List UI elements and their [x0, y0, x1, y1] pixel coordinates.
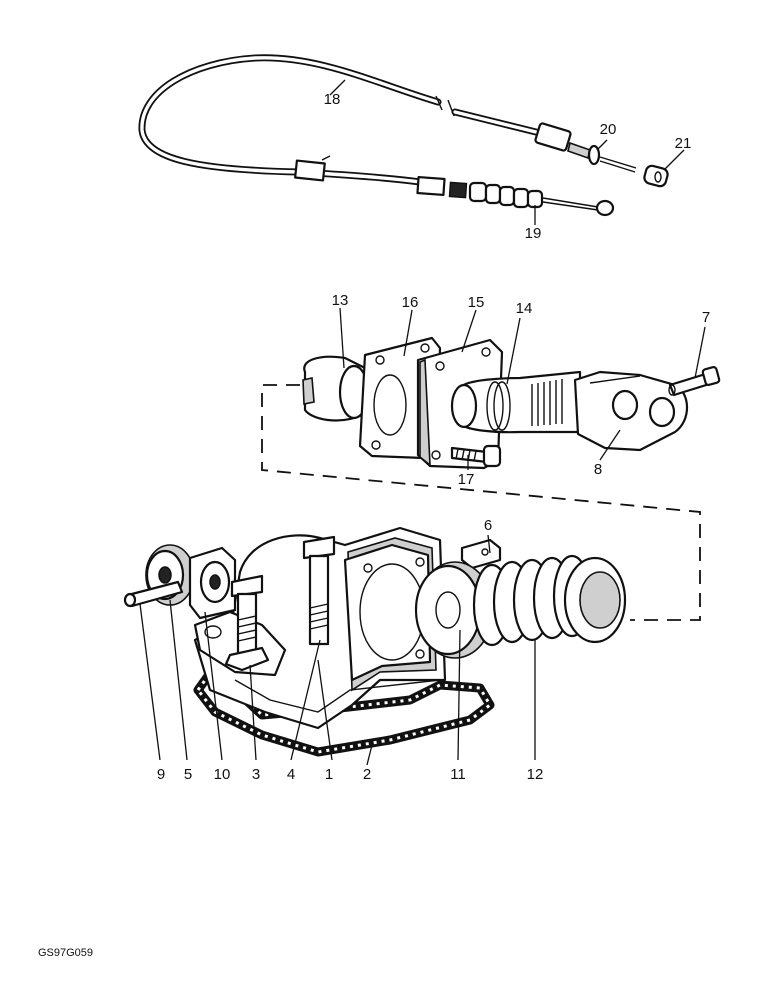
callout-20: 20 — [600, 121, 617, 138]
callout-11: 11 — [450, 766, 466, 783]
callout-8: 8 — [594, 461, 602, 478]
pin-part-7 — [668, 366, 721, 397]
callout-7: 7 — [702, 309, 710, 326]
alignment-dashed-line — [261, 384, 701, 621]
drawing-code: GS97G059 — [38, 947, 93, 959]
cable-assembly — [138, 54, 669, 217]
adjuster-part-19 — [416, 176, 615, 217]
callout-10: 10 — [214, 766, 231, 783]
callout-2: 2 — [363, 766, 371, 783]
washer-part-20 — [587, 144, 601, 166]
callout-21: 21 — [675, 135, 692, 152]
callout-18: 18 — [324, 91, 341, 108]
leader-lines — [139, 79, 706, 766]
callout-5: 5 — [184, 766, 192, 783]
bolt-part-17 — [450, 444, 502, 468]
nut-part-21 — [643, 164, 669, 188]
bolt-part-4 — [302, 535, 336, 646]
callout-3: 3 — [252, 766, 260, 783]
callout-14: 14 — [516, 300, 533, 317]
callout-16: 16 — [402, 294, 419, 311]
callout-6: 6 — [484, 517, 492, 534]
callout-12: 12 — [527, 766, 544, 783]
callout-19: 19 — [525, 225, 542, 242]
bush-part-10 — [188, 546, 237, 620]
clip-part-6 — [460, 538, 502, 570]
callout-9: 9 — [157, 766, 165, 783]
callout-1: 1 — [325, 766, 333, 783]
callout-13: 13 — [332, 292, 349, 309]
shaft-assembly — [302, 336, 721, 470]
callout-17: 17 — [458, 471, 475, 488]
callout-15: 15 — [468, 294, 485, 311]
bolt-part-3 — [224, 574, 270, 672]
spring-part-12 — [472, 554, 627, 647]
seal-part-11 — [414, 561, 494, 659]
callout-labels: 1 2 3 4 5 6 7 8 9 10 11 12 13 14 15 16 1… — [157, 91, 710, 783]
bush-part-13 — [302, 355, 370, 422]
housing-assembly — [123, 526, 627, 757]
callout-4: 4 — [287, 766, 295, 783]
